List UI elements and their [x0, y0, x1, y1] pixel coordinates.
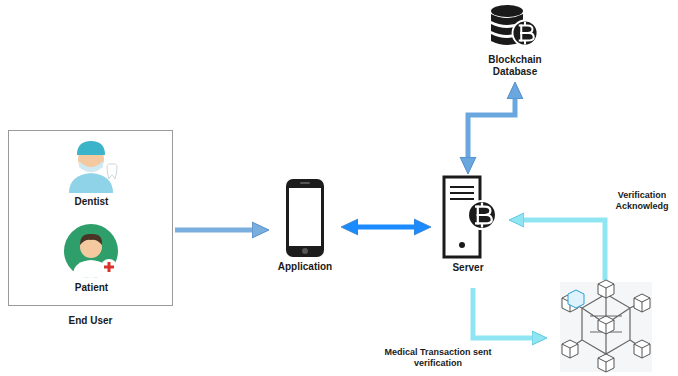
svg-part: [104, 262, 114, 272]
application-node: Application: [270, 178, 340, 278]
svg-part: [289, 188, 321, 246]
node-label: Application: [270, 261, 340, 273]
patient-figure: Patient: [54, 221, 129, 301]
blockchain-network-icon: [560, 280, 652, 372]
verification-arrow: [473, 288, 540, 338]
database-icon: [487, 3, 543, 51]
svg-part: [513, 21, 538, 46]
node-label: Patient: [54, 282, 129, 294]
svg-part: [598, 316, 614, 334]
dentist-icon: [61, 137, 123, 193]
svg-part: [491, 5, 523, 17]
svg-part: [459, 242, 465, 248]
svg-part: [77, 141, 105, 155]
node-label: Blockchain Database: [484, 54, 546, 78]
svg-part: [598, 280, 614, 298]
svg-part: [468, 201, 496, 229]
svg-part: [468, 201, 496, 229]
svg-part: [80, 234, 102, 245]
dentist-figure: Dentist: [54, 137, 129, 217]
svg-part: [107, 164, 117, 179]
server-node: Server: [432, 175, 504, 279]
connector-arrow: [349, 225, 423, 230]
svg-part: [450, 187, 474, 199]
svg-part: [598, 354, 614, 372]
svg-part: [634, 340, 650, 358]
svg-part: [79, 161, 103, 172]
node-label: Dentist: [54, 196, 129, 208]
svg-part: [64, 224, 118, 278]
svg-part: [300, 182, 310, 184]
svg-part: [519, 22, 534, 45]
end-user-box: End UserDentistPatient: [8, 130, 173, 306]
svg-part: [568, 290, 584, 308]
svg-part: [302, 248, 308, 254]
svg-part: [513, 21, 538, 46]
connector-arrow: [175, 228, 261, 233]
svg-part: [475, 202, 492, 227]
server-icon: [436, 175, 500, 259]
acknowledge-arrow: [516, 220, 605, 280]
connector-arrow: [468, 90, 515, 166]
phone-icon: [285, 178, 325, 258]
node-label: Server: [432, 262, 504, 274]
database-node: Blockchain Database: [478, 3, 552, 81]
svg-part: [101, 259, 117, 275]
ack-label: Verification Acknowledg: [610, 190, 674, 212]
patient-icon: [61, 221, 123, 279]
svg-part: [286, 179, 324, 257]
transaction-label: Medical Transaction sent verification: [380, 347, 496, 369]
svg-part: [562, 340, 578, 358]
svg-part: [69, 173, 113, 193]
svg-part: [634, 294, 650, 312]
node-label: End User: [9, 315, 172, 327]
